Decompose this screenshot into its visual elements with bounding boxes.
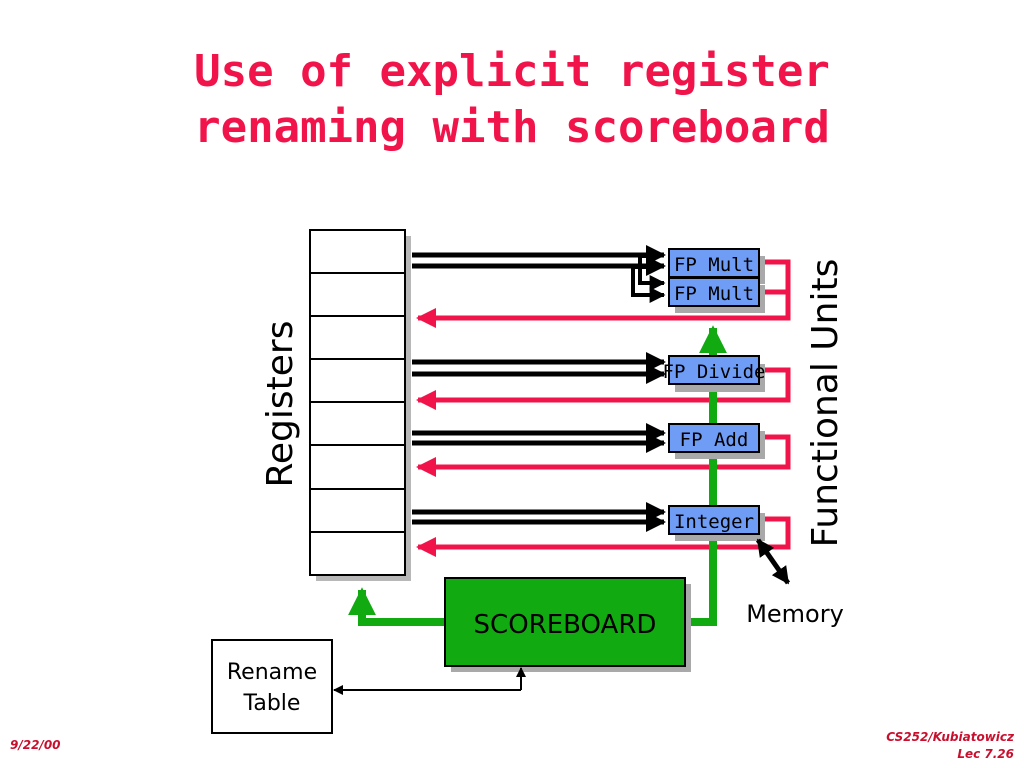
- unit-fp-add-label: FP Add: [680, 429, 749, 451]
- unit-fp-divide-label: FP Divide: [663, 361, 766, 383]
- unit-fp-divide: FP Divide: [663, 355, 766, 392]
- operand-buses: [412, 245, 666, 532]
- functional-units-label: Functional Units: [805, 259, 846, 548]
- rename-connection: [333, 667, 526, 695]
- rename-table-line-2: Table: [243, 691, 301, 716]
- functional-units: FP Mult FP Mult FP Divide FP Add Integer: [663, 248, 766, 541]
- scoreboard-label: SCOREBOARD: [474, 610, 657, 640]
- rename-table: Rename Table: [211, 639, 333, 734]
- result-buses: [416, 259, 791, 557]
- unit-fp-add: FP Add: [668, 423, 765, 459]
- unit-fp-mult-2: FP Mult: [668, 277, 765, 313]
- registers-label: Registers: [260, 321, 301, 488]
- unit-integer-label: Integer: [674, 511, 754, 533]
- title-line-1: Use of explicit register: [194, 46, 830, 97]
- footer-course: CS252/Kubiatowicz: [886, 730, 1014, 744]
- footer-lecture: Lec 7.26: [957, 747, 1014, 761]
- footer-course-info: CS252/Kubiatowicz Lec 7.26: [814, 729, 1014, 763]
- memory-label: Memory: [746, 600, 844, 628]
- unit-integer: Integer: [668, 505, 765, 541]
- rename-table-line-1: Rename: [227, 660, 317, 685]
- unit-fp-mult-1-label: FP Mult: [674, 254, 754, 276]
- title-line-2: renaming with scoreboard: [194, 102, 830, 153]
- slide-title: Use of explicit register renaming with s…: [0, 44, 1024, 156]
- register-file: [309, 229, 411, 581]
- scoreboard: SCOREBOARD: [444, 577, 691, 672]
- memory-arrow: [755, 538, 791, 585]
- unit-fp-mult-2-label: FP Mult: [674, 283, 754, 305]
- footer-date: 9/22/00: [10, 738, 61, 752]
